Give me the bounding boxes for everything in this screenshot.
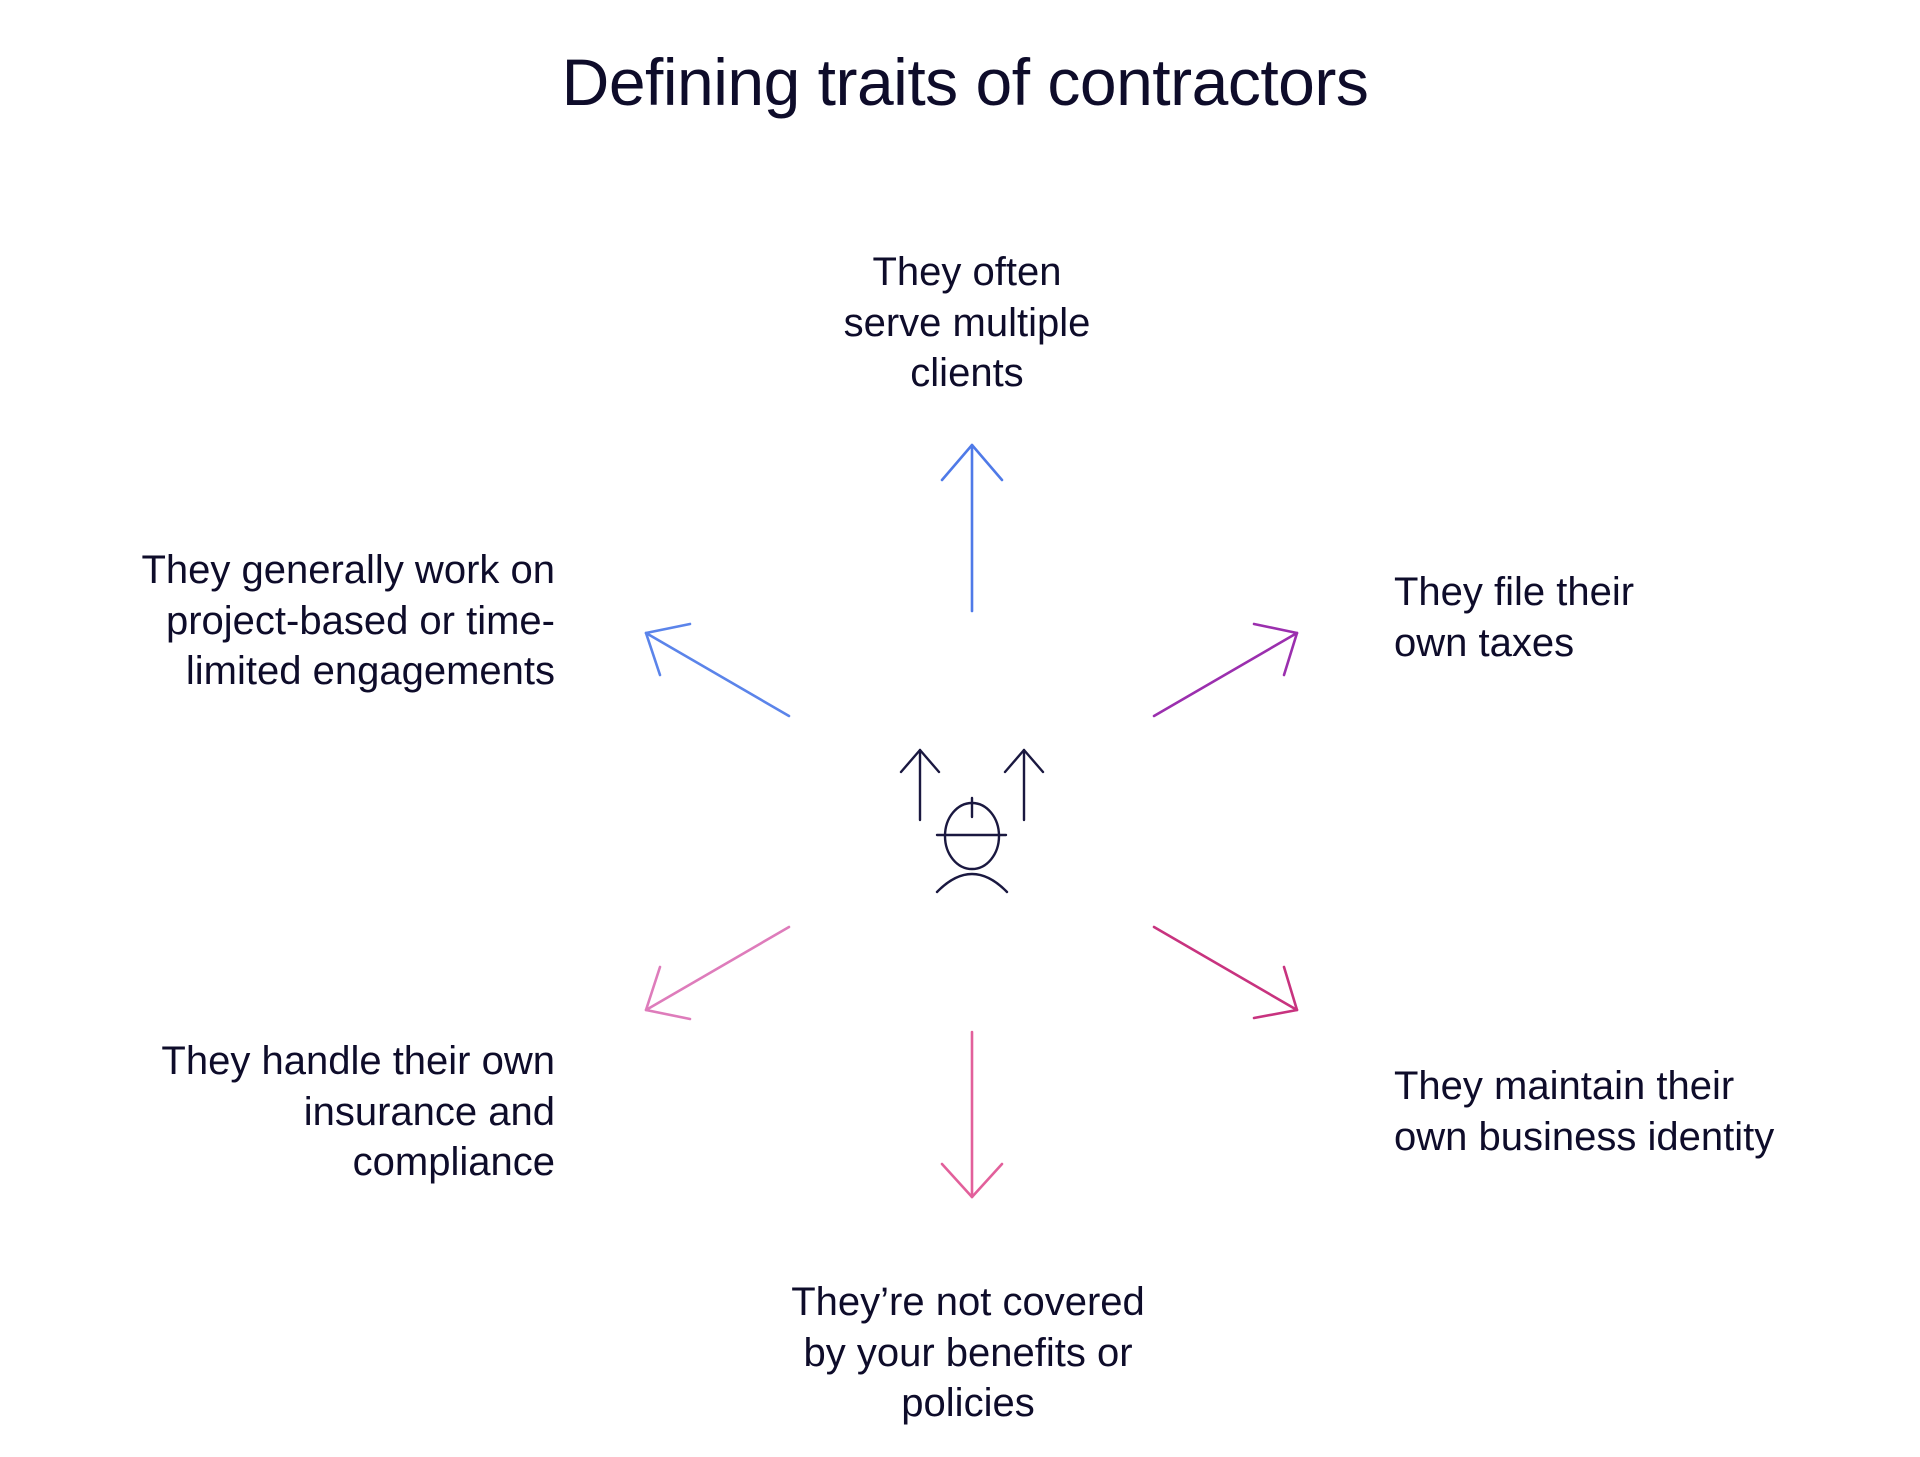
trait-business-identity: They maintain their own business identit… (1394, 1064, 1775, 1159)
trait-multiple-clients: They often serve multiple clients (843, 250, 1091, 395)
diagram-title: Defining traits of contractors (561, 45, 1369, 119)
arrow-down-icon (940, 1030, 1004, 1199)
trait-insurance-compliance: They handle their own insurance and comp… (161, 1039, 555, 1184)
trait-own-taxes: They file their own taxes (1394, 570, 1635, 665)
arrow-lower-right-icon (1152, 925, 1299, 1020)
trait-not-covered-benefits: They’re not covered by your benefits or … (791, 1280, 1145, 1425)
arrow-lower-left-icon (644, 925, 791, 1021)
arrow-upper-left-icon (644, 622, 791, 718)
arrow-up-icon (940, 443, 1004, 613)
contractor-icon (899, 748, 1045, 894)
trait-project-based: They generally work on project-based or … (141, 548, 555, 693)
arrow-upper-right-icon (1152, 622, 1299, 718)
